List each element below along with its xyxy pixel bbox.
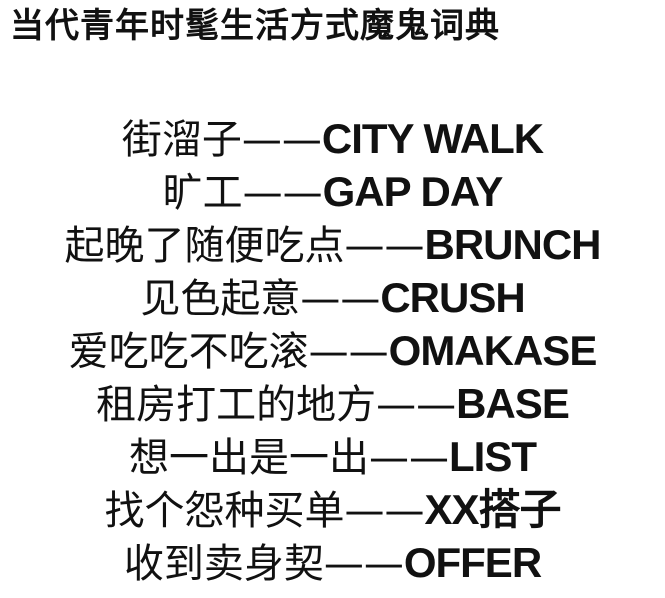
list-item: 收到卖身契——OFFER — [0, 536, 665, 589]
entry-english: GAP DAY — [322, 168, 504, 215]
list-item: 租房打工的地方——BASE — [0, 377, 665, 430]
entry-chinese: 找个怨种买单 — [104, 488, 345, 534]
list-item: 街溜子——CITY WALK — [0, 112, 665, 165]
page-title: 当代青年时髦生活方式魔鬼词典 — [10, 6, 500, 46]
entry-separator: —— — [241, 117, 322, 163]
entry-english: XX搭子 — [424, 486, 561, 533]
entry-chinese: 租房打工的地方 — [96, 382, 377, 428]
list-item: 旷工——GAP DAY — [0, 165, 665, 218]
entry-english: OFFER — [403, 539, 542, 586]
entry-chinese: 收到卖身契 — [123, 541, 324, 587]
entry-separator: —— — [308, 329, 389, 375]
entry-english: LIST — [449, 433, 537, 480]
list-item: 找个怨种买单——XX搭子 — [0, 483, 665, 536]
list-item: 起晚了随便吃点——BRUNCH — [0, 218, 665, 271]
entry-english: OMAKASE — [388, 327, 598, 374]
entry-chinese: 起晚了随便吃点 — [64, 223, 345, 269]
list-item: 想一出是一出——LIST — [0, 430, 665, 483]
entry-english: BASE — [456, 380, 570, 427]
entry-chinese: 街溜子 — [121, 117, 242, 163]
entry-english: BRUNCH — [424, 221, 602, 268]
entry-separator: —— — [323, 541, 404, 587]
entry-chinese: 见色起意 — [140, 276, 301, 322]
entry-chinese: 想一出是一出 — [129, 435, 369, 481]
dictionary-list: 街溜子——CITY WALK 旷工——GAP DAY 起晚了随便吃点——BRUN… — [0, 112, 665, 589]
entry-chinese: 爱吃吃不吃滚 — [68, 329, 309, 375]
entry-separator: —— — [344, 223, 425, 269]
entry-separator: —— — [344, 488, 425, 534]
entry-english: CITY WALK — [321, 115, 544, 162]
entry-chinese: 旷工 — [162, 170, 243, 216]
entry-english: CRUSH — [380, 274, 525, 321]
entry-separator: —— — [369, 435, 449, 481]
entry-separator: —— — [376, 382, 457, 428]
list-item: 爱吃吃不吃滚——OMAKASE — [0, 324, 665, 377]
entry-separator: —— — [242, 170, 323, 216]
entry-separator: —— — [300, 276, 381, 322]
list-item: 见色起意——CRUSH — [0, 271, 665, 324]
